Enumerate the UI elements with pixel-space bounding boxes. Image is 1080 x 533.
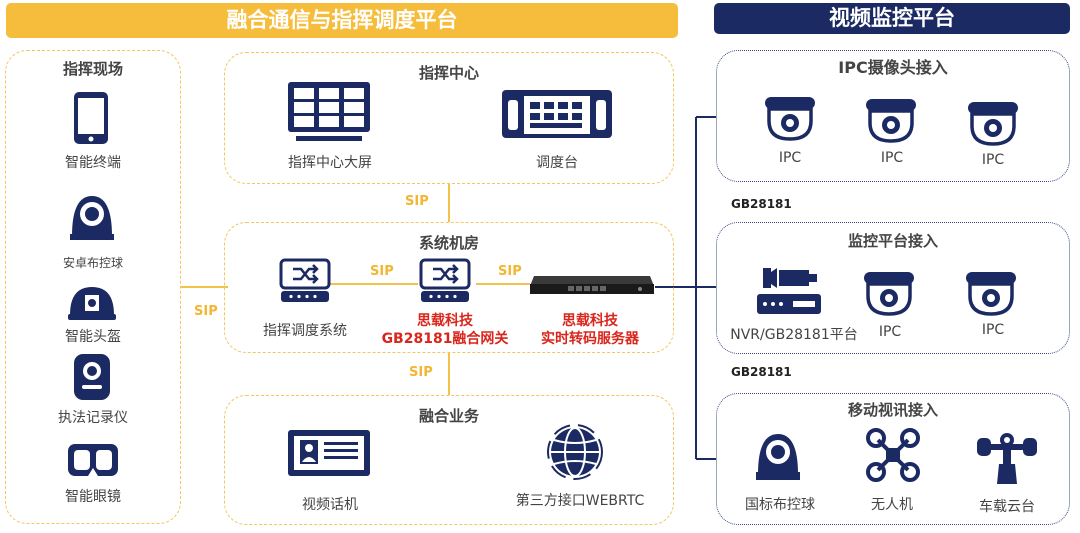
sip-label-top: SIP [405,194,429,209]
transcoder-server-icon [528,272,656,296]
helmet-icon [66,283,118,323]
dome-camera-icon [860,270,918,318]
ipc-item-3: IPC [981,152,1005,168]
sip-label-gateway-server: SIP [498,264,522,279]
gb28181-label-2: GB28181 [731,365,792,379]
field-title: 指挥现场 [62,60,123,78]
machine-room-title: 系统机房 [418,234,479,252]
header-right-title: 视频监控平台 [714,3,1070,34]
gb28181-label-1: GB28181 [731,197,792,211]
mobile-item-ptz-ball: 国标布控球 [745,497,815,513]
mr-dispatch-system: 指挥调度系统 [263,323,347,339]
dome-camera-icon [862,97,920,145]
vehicle-gimbal-icon [975,430,1039,486]
mobile-access-title: 移动视讯接入 [847,401,938,419]
field-item-glasses: 智能眼镜 [65,489,121,505]
dome-camera-icon [761,95,819,143]
mobile-item-drone: 无人机 [871,497,913,513]
ptz-ball-icon [66,190,118,242]
sip-label-field: SIP [194,304,218,319]
machine-room-panel [224,222,674,353]
biz-item-webrtc: 第三方接口WEBRTC [515,493,645,509]
mobile-access-panel [716,393,1070,525]
mr-transcoder-line2: 实时转码服务器 [541,331,639,347]
ipc-access-title: IPC摄像头接入 [838,58,948,77]
mr-gateway-label: 思载科技 GB28181融合网关 [370,312,520,348]
field-item-terminal: 智能终端 [65,155,121,171]
ptz-ball-icon [752,428,804,482]
sip-label-bottom: SIP [409,365,433,380]
field-item-ptz-ball: 安卓布控球 [62,256,123,270]
gateway-switch-icon [419,258,471,304]
business-panel [224,395,674,525]
field-item-helmet: 智能头盔 [65,329,121,345]
drone-icon [864,426,922,484]
mr-gateway-line1: 思载科技 [417,313,473,329]
biz-item-video-phone: 视频话机 [302,497,358,513]
platform-item-ipc-1: IPC [878,324,902,340]
body-camera-icon [70,352,114,402]
sip-label-dispatch-gateway: SIP [370,264,394,279]
cc-item-video-wall: 指挥中心大屏 [288,155,372,171]
ipc-item-2: IPC [880,150,904,166]
business-title: 融合业务 [418,407,479,425]
video-phone-icon [286,428,372,480]
mr-transcoder-line1: 思载科技 [562,313,618,329]
vr-glasses-icon [66,440,120,480]
dispatch-switch-icon [279,258,331,304]
ipc-access-panel [716,50,1070,182]
mr-gateway-line2: GB28181融合网关 [381,331,509,347]
field-item-recorder: 执法记录仪 [58,410,128,426]
mr-transcoder-label: 思载科技 实时转码服务器 [525,312,655,348]
ipc-item-1: IPC [778,150,802,166]
webrtc-globe-icon [545,424,605,480]
cc-item-console: 调度台 [536,155,578,171]
dispatch-console-icon [500,88,614,142]
platform-access-panel [716,222,1070,354]
command-center-title: 指挥中心 [418,64,479,82]
platform-access-title: 监控平台接入 [847,232,938,250]
mobile-item-gimbal: 车载云台 [979,499,1035,515]
platform-item-ipc-2: IPC [981,322,1005,338]
command-center-panel [224,52,674,184]
platform-item-nvr: NVR/GB28181平台 [730,327,858,343]
video-wall-icon [286,80,372,146]
field-panel [5,50,181,524]
smartphone-icon [72,90,110,146]
dome-camera-icon [962,270,1020,318]
header-left-title: 融合通信与指挥调度平台 [6,3,678,38]
dome-camera-icon [964,100,1022,148]
nvr-recorder-icon [755,266,823,316]
